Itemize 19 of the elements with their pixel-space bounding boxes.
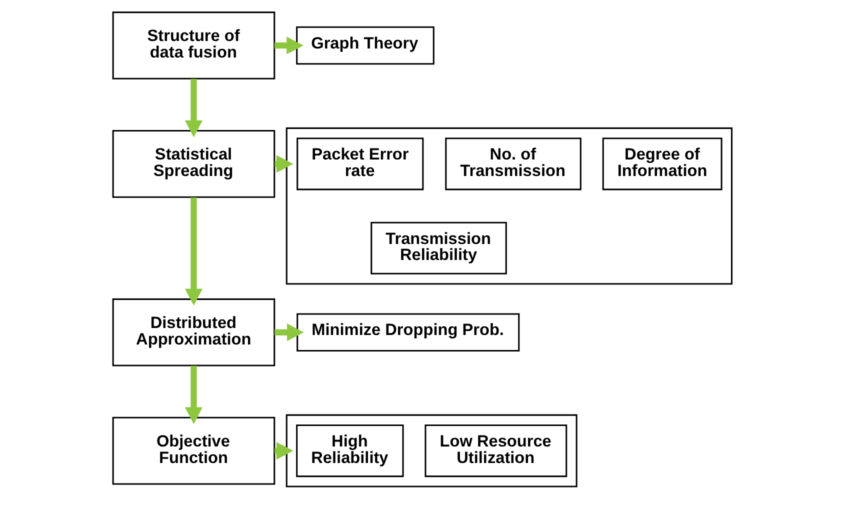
node-box: Packet Error rate — [296, 138, 424, 190]
arrow — [184, 78, 202, 138]
node-box: Graph Theory — [296, 26, 434, 65]
node-box: High Reliability — [296, 424, 404, 478]
node-box: Distributed Approximation — [112, 298, 275, 366]
node-box: Minimize Dropping Prob. — [296, 313, 520, 352]
cluster — [285, 127, 732, 285]
arrow — [184, 197, 202, 306]
arrow — [274, 324, 304, 342]
arrow — [184, 366, 202, 424]
node-box: Low Resource Utilization — [424, 424, 567, 478]
node-box: Statistical Spreading — [112, 130, 275, 198]
node-box: No. of Transmission — [444, 138, 581, 190]
node-box: Structure of data fusion — [112, 12, 275, 80]
node-box: Transmission Reliability — [370, 222, 506, 274]
cluster — [285, 414, 577, 488]
arrow — [274, 36, 303, 54]
node-box: Objective Function — [112, 416, 275, 485]
node-box: Degree of Information — [602, 138, 722, 190]
